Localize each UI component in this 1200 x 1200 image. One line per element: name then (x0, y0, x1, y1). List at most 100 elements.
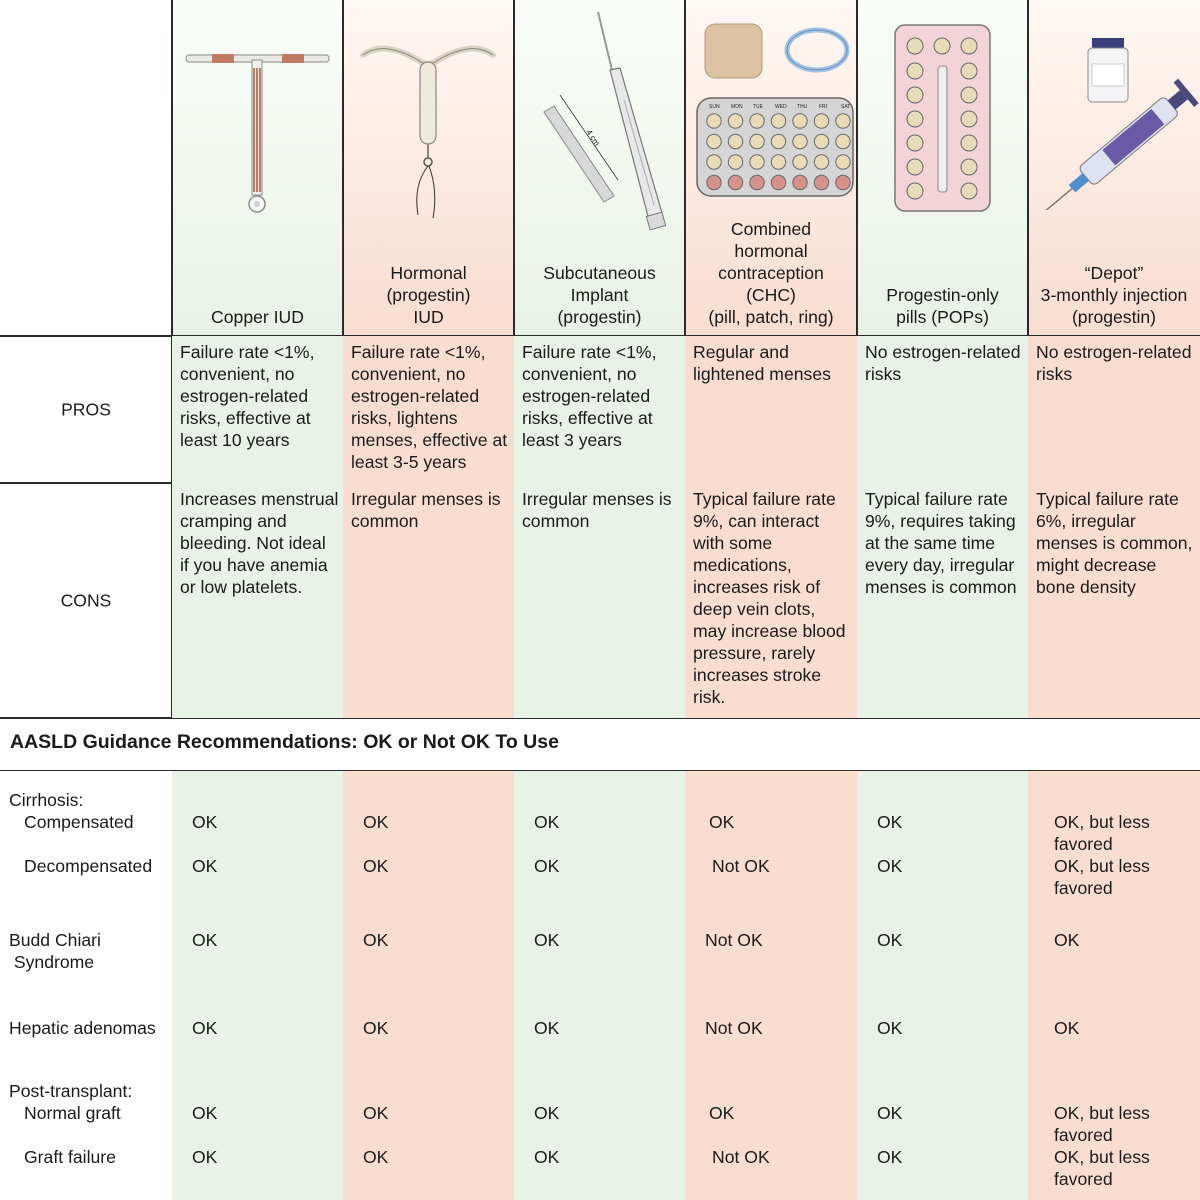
condition-label: Post-transplant: (9, 1081, 133, 1101)
corner-cell (0, 0, 172, 336)
pill (727, 113, 744, 129)
pill (749, 113, 765, 129)
recommendation-cell: OK (172, 909, 343, 994)
method-header-pops: Progestin-only pills (POPs) (857, 0, 1028, 336)
pill (770, 133, 787, 150)
recommendation-value: OK (363, 1018, 389, 1038)
pill (813, 154, 830, 170)
cons-cell: Typical failure rate 9%, can interact wi… (685, 483, 857, 718)
pill (770, 154, 787, 170)
pop-pack-illustration (894, 24, 991, 212)
pill (906, 158, 924, 176)
pill (906, 182, 924, 200)
method-name: Combined hormonal contraception (CHC) (p… (708, 219, 834, 327)
recommendation-value: OK, but less favored (1054, 812, 1150, 854)
cons-cell: Typical failure rate 9%, requires taking… (857, 483, 1028, 718)
condition-label-cell: Budd Chiari Syndrome (0, 909, 172, 994)
recommendation-cell: OK (514, 909, 685, 994)
method-name: “Depot” 3-monthly injection (progestin) (1040, 263, 1188, 327)
pill-day-label: WED (775, 104, 787, 110)
recommendation-cell: Not OK (685, 909, 857, 994)
pill (960, 158, 978, 176)
cons-text: Irregular menses is common (351, 489, 501, 531)
recommendation-cell: OK OK (857, 771, 1028, 909)
cons-text: Typical failure rate 9%, requires taking… (865, 489, 1017, 597)
method-name: Hormonal (progestin) IUD (386, 263, 471, 327)
recommendation-cell: OK Not OK (685, 1062, 857, 1200)
depot-injection-illustration (1033, 38, 1199, 210)
pill (906, 62, 924, 80)
pill-day-label: MON (731, 104, 743, 110)
pill (906, 110, 924, 128)
recommendation-value: OK (877, 856, 903, 876)
pill (727, 174, 744, 191)
condition-sublabel: Decompensated (24, 856, 153, 876)
recommendation-value: Not OK (712, 1147, 770, 1167)
recommendation-value: OK (877, 1018, 903, 1038)
pill (792, 174, 808, 191)
recommendation-cell: OK (857, 909, 1028, 994)
pros-cell: Regular and lightened menses (685, 336, 857, 483)
pill (813, 133, 830, 150)
pros-text: Failure rate <1%, convenient, no estroge… (351, 342, 508, 472)
recommendation-cell: OK (343, 909, 514, 994)
cons-text: Typical failure rate 9%, can interact wi… (693, 489, 846, 707)
recommendation-value: OK, but less favored (1054, 856, 1150, 898)
recommendation-value: OK (534, 1103, 560, 1123)
condition-label: Cirrhosis: (9, 790, 84, 810)
pros-cell: No estrogen-related risks (857, 336, 1028, 483)
pill (960, 37, 978, 55)
grid-line (171, 0, 173, 718)
pros-text: Failure rate <1%, convenient, no estroge… (522, 342, 657, 450)
pill (933, 37, 951, 55)
pill (835, 174, 851, 191)
pill-day-label: FRI (819, 104, 827, 110)
method-name: Progestin-only pills (POPs) (886, 285, 999, 327)
pros-label: PROS (61, 399, 111, 419)
recommendation-value: OK (192, 812, 218, 832)
pill (749, 174, 765, 191)
pill (706, 133, 722, 150)
grid-line (0, 717, 1200, 719)
method-name: Subcutaneous Implant (progestin) (543, 263, 656, 327)
pros-cell: Failure rate <1%, convenient, no estroge… (514, 336, 685, 483)
recommendation-value: OK (534, 812, 560, 832)
recommendation-cell: OK (1028, 994, 1200, 1062)
cons-cell: Irregular menses is common (514, 483, 685, 718)
recommendation-value: OK (534, 930, 560, 950)
recommendation-cell: OK (172, 994, 343, 1062)
pros-cell: No estrogen-related risks (1028, 336, 1200, 483)
pop-pills (906, 37, 978, 200)
recommendation-value: OK (363, 930, 389, 950)
pill (835, 133, 851, 150)
recommendation-value: OK (709, 1103, 735, 1123)
pros-text: No estrogen-related risks (865, 342, 1021, 384)
condition-label-cell: Hepatic adenomas (0, 994, 172, 1062)
cons-cell: Increases menstrual cramping and bleedin… (172, 483, 343, 718)
recommendation-cell: OK (343, 994, 514, 1062)
cons-cell: Irregular menses is common (343, 483, 514, 718)
cons-row-label: CONS (0, 483, 172, 718)
recommendation-value: OK (877, 812, 903, 832)
pill-day-label: SAT (841, 104, 850, 110)
cons-text: Increases menstrual cramping and bleedin… (180, 489, 339, 597)
pill (960, 182, 978, 200)
copper-iud-illustration (185, 54, 330, 213)
recommendation-value: OK, but less favored (1054, 1147, 1150, 1189)
pill (960, 134, 978, 152)
recommendation-value: OK (534, 1147, 560, 1167)
pill (960, 110, 978, 128)
pros-cell: Failure rate <1%, convenient, no estroge… (343, 336, 514, 483)
pill (727, 154, 744, 170)
recommendation-value: OK (1054, 1018, 1080, 1038)
pill (906, 86, 924, 104)
